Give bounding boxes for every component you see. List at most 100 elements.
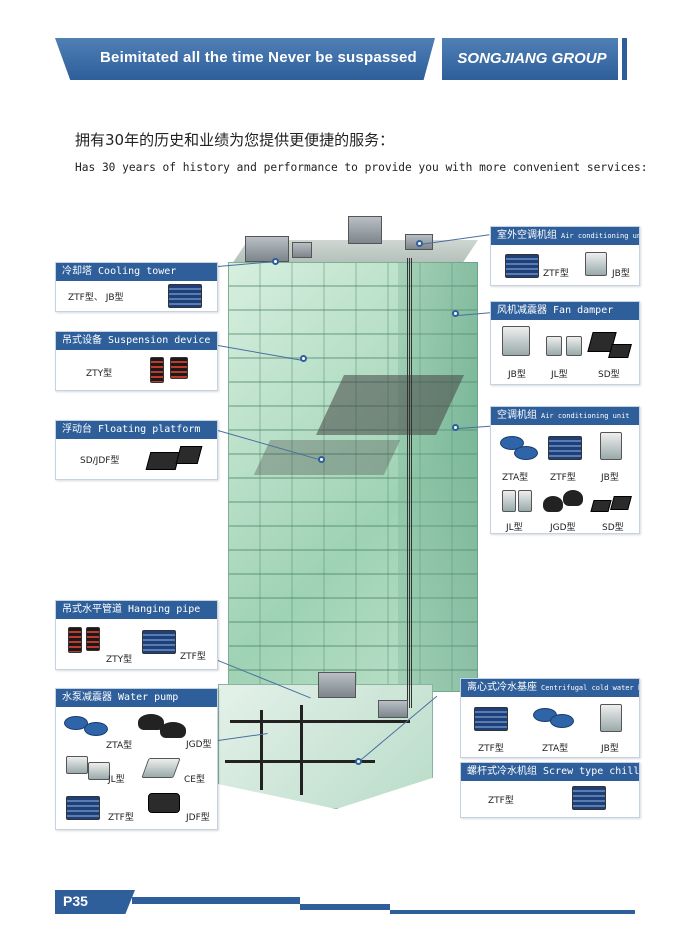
box-title-zh: 室外空调机组 bbox=[497, 230, 557, 241]
product-label: ZTA型 bbox=[502, 473, 529, 483]
spring-isolator-icon bbox=[572, 786, 606, 810]
spring-isolator-icon bbox=[142, 630, 176, 654]
building-tower bbox=[228, 262, 478, 692]
leader-dot bbox=[452, 424, 459, 431]
product-label: SD型 bbox=[598, 370, 620, 380]
spring-isolator-icon bbox=[474, 707, 508, 731]
intro-en: Has 30 years of history and performance … bbox=[75, 161, 648, 174]
hanger-red-icon bbox=[68, 627, 82, 653]
spring-isolator-icon bbox=[505, 254, 539, 278]
box-title-zh: 风机减震器 bbox=[497, 305, 547, 316]
leader-dot bbox=[318, 456, 325, 463]
spring-mount-icon bbox=[502, 490, 516, 512]
box-title-zh: 吊式设备 bbox=[62, 335, 102, 346]
rubber-dome-icon bbox=[160, 722, 186, 738]
box-title-en: Screw type chiller bbox=[543, 766, 639, 777]
product-label: ZTF型 bbox=[543, 269, 569, 279]
product-label: SD型 bbox=[602, 523, 624, 533]
damper-pad-icon bbox=[610, 496, 632, 510]
rubber-mount-icon bbox=[550, 714, 574, 728]
box-title-en: Centrifugal cold water base bbox=[541, 684, 639, 692]
spring-mount-icon bbox=[502, 326, 530, 356]
spring-isolator-icon bbox=[168, 284, 202, 308]
product-label: ZTF型 bbox=[488, 796, 514, 806]
spring-isolator-icon bbox=[548, 436, 582, 460]
product-label: ZTY型 bbox=[86, 369, 113, 379]
product-label: JGD型 bbox=[186, 740, 212, 750]
chiller-unit-icon bbox=[318, 672, 356, 698]
product-label: JB型 bbox=[601, 744, 619, 754]
product-label: ZTF型 bbox=[108, 813, 134, 823]
product-label: SD/JDF型 bbox=[80, 456, 120, 466]
product-label: JL型 bbox=[506, 523, 523, 533]
box-title-zh: 螺杆式冷水机组 bbox=[467, 766, 537, 777]
box-title-en: Water pump bbox=[118, 692, 179, 703]
product-label: ZTF型 bbox=[478, 744, 504, 754]
footer-stripe bbox=[390, 910, 635, 914]
box-title-zh: 冷却塔 bbox=[62, 266, 92, 277]
rubber-dome-icon bbox=[543, 496, 563, 512]
product-label: ZTY型 bbox=[106, 655, 133, 665]
box-title-en: Air conditioning unit bbox=[561, 232, 639, 240]
screw-chiller-box: 螺杆式冷水机组 Screw type chiller bbox=[460, 762, 640, 818]
product-label: ZTA型 bbox=[106, 741, 133, 751]
box-title-en: Fan damper bbox=[553, 305, 614, 316]
leader-dot bbox=[416, 240, 423, 247]
product-label: JDF型 bbox=[186, 813, 210, 823]
floating-floor-slab bbox=[253, 440, 401, 475]
header-slogan: Beimitated all the time Never be suspass… bbox=[100, 49, 417, 66]
product-label: JB型 bbox=[508, 370, 526, 380]
product-label: JL型 bbox=[551, 370, 568, 380]
suspension-device-box: 吊式设备 Suspension device bbox=[55, 331, 218, 391]
spring-mount-icon bbox=[518, 490, 532, 512]
product-label: JGD型 bbox=[550, 523, 576, 533]
leader-dot bbox=[272, 258, 279, 265]
roof-unit-icon bbox=[292, 242, 312, 258]
spring-mount-icon bbox=[600, 704, 622, 732]
box-title-en: Air conditioning unit bbox=[541, 412, 630, 420]
spring-mount-icon bbox=[66, 756, 88, 774]
rubber-dome-icon bbox=[563, 490, 583, 506]
footer-page-tab bbox=[55, 890, 135, 914]
product-label: ZTF型 bbox=[180, 652, 206, 662]
leader-dot bbox=[355, 758, 362, 765]
rubber-mount-icon bbox=[514, 446, 538, 460]
footer-stripe bbox=[132, 897, 300, 904]
pipe-vertical bbox=[300, 705, 303, 795]
box-title-zh: 水泵减震器 bbox=[62, 692, 112, 703]
product-label: JB型 bbox=[612, 269, 630, 279]
product-label: CE型 bbox=[184, 775, 205, 785]
product-label: ZTF型、 JB型 bbox=[68, 293, 124, 303]
hanging-pipe-box: 吊式水平管道 Hanging pipe bbox=[55, 600, 218, 670]
page-number: P35 bbox=[63, 893, 88, 909]
spring-mount-icon bbox=[566, 336, 582, 356]
rubber-mount-icon bbox=[84, 722, 108, 736]
spring-mount-icon bbox=[546, 336, 562, 356]
pipe-vertical bbox=[260, 710, 263, 790]
product-label: JL型 bbox=[108, 775, 125, 785]
product-label: ZTA型 bbox=[542, 744, 569, 754]
leader-dot bbox=[300, 355, 307, 362]
rubber-dome-icon bbox=[138, 714, 164, 730]
product-label: ZTF型 bbox=[550, 473, 576, 483]
intro-zh: 拥有30年的历史和业绩为您提供更便捷的服务： bbox=[75, 131, 395, 149]
spring-isolator-icon bbox=[66, 796, 100, 820]
brand-banner bbox=[442, 38, 618, 80]
outdoor-ac-box: 室外空调机组 Air conditioning unit bbox=[490, 226, 640, 286]
brand-name: SONGJIANG GROUP bbox=[457, 50, 607, 67]
damper-pad-icon bbox=[608, 344, 632, 358]
box-title-en: Floating platform bbox=[98, 424, 201, 435]
damper-pad-icon bbox=[590, 500, 612, 512]
box-title-en: Hanging pipe bbox=[128, 604, 201, 615]
pump-unit-icon bbox=[378, 700, 408, 718]
roof-cooling-tower-icon bbox=[245, 236, 289, 262]
hanger-red-icon bbox=[150, 357, 164, 383]
box-title-zh: 离心式冷水基座 bbox=[467, 682, 537, 693]
product-label: JB型 bbox=[601, 473, 619, 483]
footer-stripe bbox=[300, 904, 390, 910]
box-title-zh: 吊式水平管道 bbox=[62, 604, 122, 615]
spring-mount-icon bbox=[600, 432, 622, 460]
hanger-red-icon bbox=[170, 357, 188, 379]
box-title-en: Cooling tower bbox=[98, 266, 177, 277]
